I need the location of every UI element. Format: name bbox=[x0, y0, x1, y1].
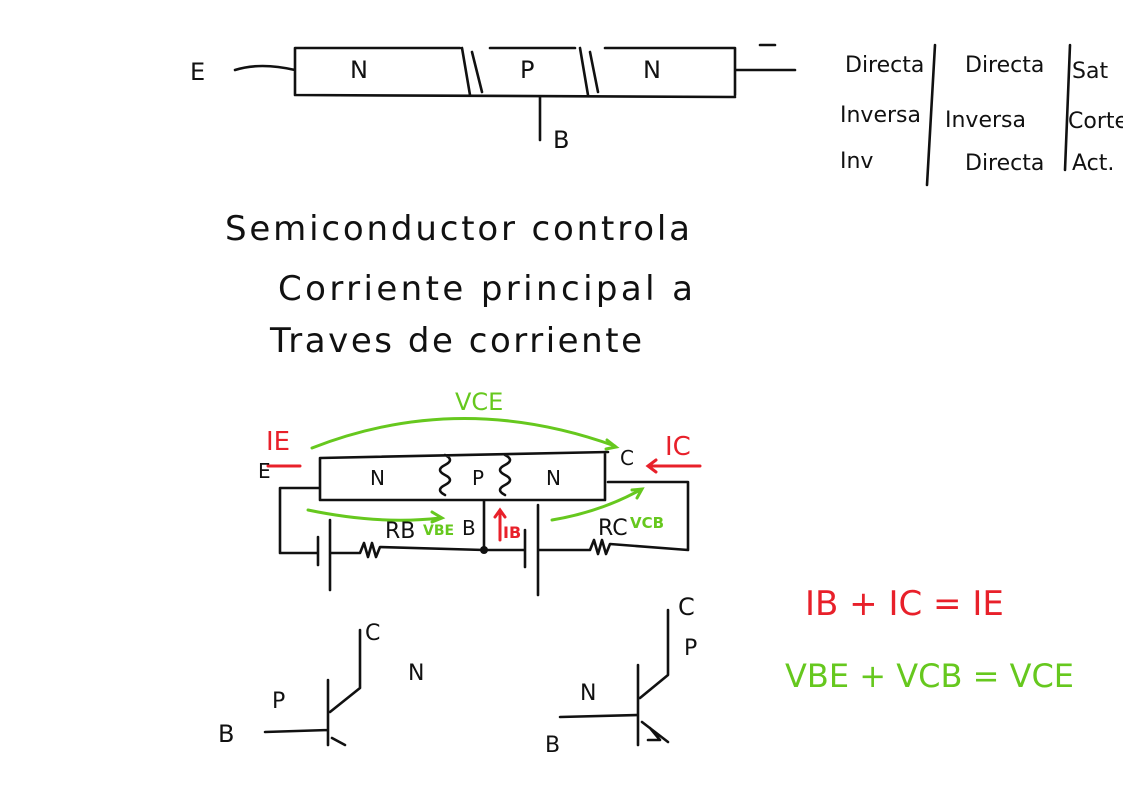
cell: Act. bbox=[1072, 151, 1114, 176]
note-line: Semiconductor controla bbox=[225, 209, 690, 249]
note-line: Traves de corriente bbox=[269, 321, 642, 361]
cell: Directa bbox=[845, 53, 924, 78]
top-transistor-diagram: E N P N B bbox=[190, 43, 797, 154]
rc-label: RC bbox=[598, 516, 628, 541]
b-label: B bbox=[545, 733, 560, 758]
p-label: P bbox=[684, 636, 697, 661]
region-p: P bbox=[520, 56, 534, 84]
bias-circuit: VCE IE IC E C N P N RB VBE B IB RC VCB bbox=[258, 388, 702, 597]
ie-label: IE bbox=[266, 427, 290, 457]
ib-label: IB bbox=[503, 523, 521, 542]
b-label: B bbox=[218, 720, 234, 748]
cell: Directa bbox=[965, 151, 1044, 176]
current-equation: IB + IC = IE bbox=[805, 584, 1004, 624]
c-label: C bbox=[365, 621, 380, 646]
cell: Inversa bbox=[840, 103, 921, 128]
ic-label: IC bbox=[665, 432, 691, 462]
note-line: Corriente principal a bbox=[278, 269, 693, 309]
cell: Sat bbox=[1072, 59, 1108, 84]
region-n-1: N bbox=[350, 56, 368, 84]
vce-label: VCE bbox=[455, 388, 503, 416]
c-label: C bbox=[678, 593, 695, 621]
cell: Corte bbox=[1068, 109, 1123, 134]
handwritten-note: Semiconductor controla Corriente princip… bbox=[225, 209, 693, 361]
transistor-symbol-1: B C P N bbox=[218, 621, 424, 748]
region-n-2: N bbox=[546, 466, 561, 490]
n-label: N bbox=[408, 661, 424, 686]
vbe-label: VBE bbox=[423, 523, 454, 539]
base-label: B bbox=[553, 126, 569, 154]
cell: Directa bbox=[965, 53, 1044, 78]
vcb-label: VCB bbox=[630, 514, 664, 532]
p-label: P bbox=[272, 689, 285, 714]
region-n-2: N bbox=[643, 56, 661, 84]
cell: Inv bbox=[840, 149, 873, 174]
collector-label: C bbox=[620, 446, 634, 470]
region-p: P bbox=[472, 466, 484, 490]
cell: Inversa bbox=[945, 108, 1026, 133]
rb-label: RB bbox=[385, 519, 415, 544]
emitter-label: E bbox=[190, 58, 205, 86]
transistor-symbol-2: B C P N bbox=[545, 593, 697, 758]
region-n-1: N bbox=[370, 466, 385, 490]
emitter-label: E bbox=[258, 459, 271, 483]
base-label: B bbox=[462, 516, 476, 540]
voltage-equation: VBE + VCB = VCE bbox=[785, 657, 1074, 695]
n-label: N bbox=[580, 681, 596, 706]
modes-table: Directa Directa Sat Inversa Inversa Cort… bbox=[840, 43, 1123, 187]
